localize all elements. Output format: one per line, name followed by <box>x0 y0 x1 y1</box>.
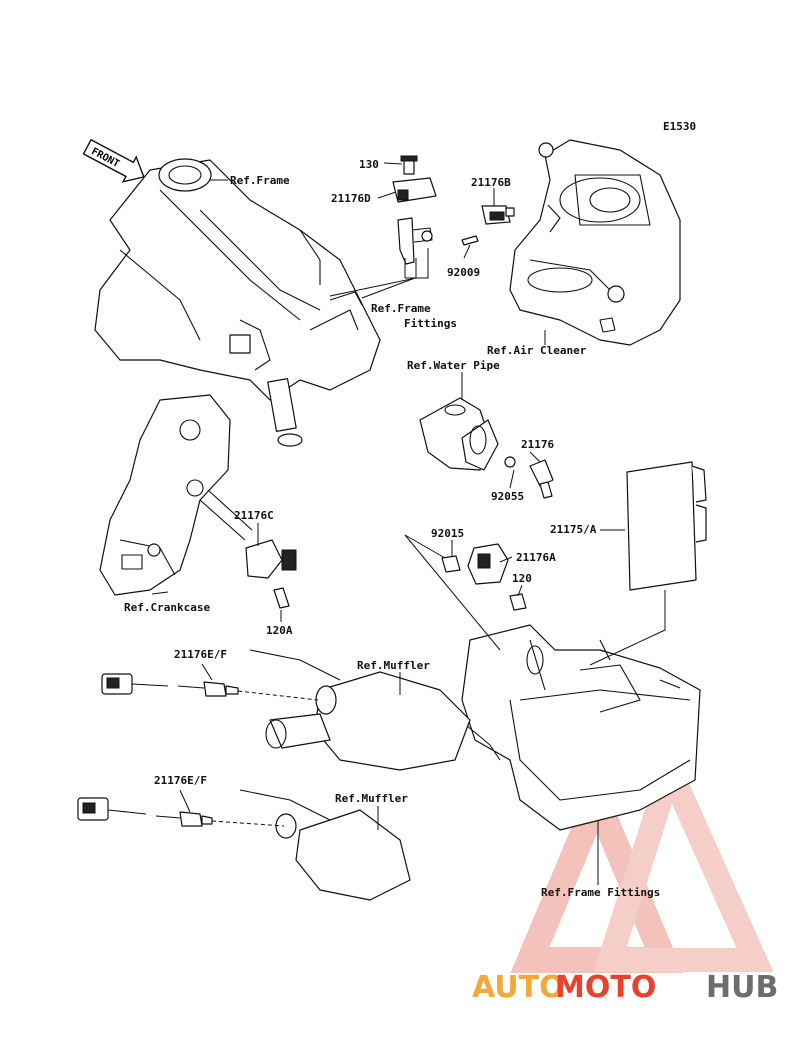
label-21175A: 21175/A <box>550 523 597 536</box>
watermark-auto: AUTO <box>472 970 565 1005</box>
sensor-21176A-illustration <box>441 543 527 611</box>
label-21176C: 21176C <box>234 509 274 522</box>
muffler-1-illustration <box>249 649 471 771</box>
label-120: 120 <box>512 572 532 585</box>
frame-illustration <box>94 158 381 447</box>
label-92009: 92009 <box>447 266 480 279</box>
label-21176EF-2: 21176E/F <box>154 774 207 787</box>
o2-sensor-1-illustration <box>101 673 239 697</box>
label-21176A: 21176A <box>516 551 556 564</box>
label-21176: 21176 <box>521 438 554 451</box>
watermark-moto: MOTO <box>555 970 656 1005</box>
label-21176B: 21176B <box>471 176 511 189</box>
label-ref-air-cleaner: Ref.Air Cleaner <box>487 344 587 357</box>
watermark-text: AUTO MOTO HUB <box>472 970 778 1005</box>
o2-sensor-2-illustration <box>77 797 213 827</box>
label-92055: 92055 <box>491 490 524 503</box>
ecu-21175A-illustration <box>626 461 707 591</box>
crankcase-illustration <box>99 394 253 596</box>
label-ref-frame-fittings-bottom: Ref.Frame Fittings <box>541 886 660 899</box>
label-ref-water-pipe: Ref.Water Pipe <box>407 359 500 372</box>
leader-lines <box>151 162 666 885</box>
watermark-logo <box>510 736 774 973</box>
water-pipe-illustration <box>419 397 554 499</box>
label-ref-muffler-1: Ref.Muffler <box>357 659 430 672</box>
label-ref-crankcase: Ref.Crankcase <box>124 601 210 614</box>
sensor-21176C-illustration <box>245 539 297 609</box>
label-ref-frame-fittings-line1: Ref.Frame <box>371 302 431 315</box>
label-21176D: 21176D <box>331 192 371 205</box>
label-21176EF-1: 21176E/F <box>174 648 227 661</box>
label-ref-frame: Ref.Frame <box>230 174 290 187</box>
diagram-code: E1530 <box>663 120 696 133</box>
muffler-2-illustration <box>239 789 411 901</box>
front-arrow-icon: FRONT <box>82 138 145 183</box>
label-120A: 120A <box>266 624 293 637</box>
label-ref-frame-fittings-line2: Fittings <box>404 317 457 330</box>
sensor-21176B-illustration <box>461 205 515 246</box>
label-130: 130 <box>359 158 379 171</box>
air-cleaner-illustration <box>509 139 681 346</box>
label-92015: 92015 <box>431 527 464 540</box>
label-ref-muffler-2: Ref.Muffler <box>335 792 408 805</box>
watermark-hub: HUB <box>706 970 778 1005</box>
sensor-21176D-illustration <box>392 155 437 265</box>
battery-box-illustration <box>459 624 701 831</box>
